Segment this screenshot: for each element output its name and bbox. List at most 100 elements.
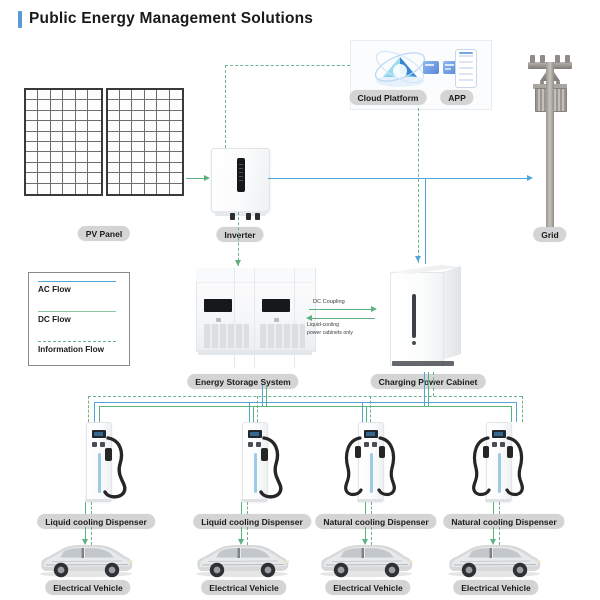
dispenser-button bbox=[492, 442, 497, 447]
page-title: Public Energy Management Solutions bbox=[18, 10, 313, 28]
arrow-pv-to-inverter bbox=[204, 174, 210, 181]
pv-cell bbox=[88, 100, 101, 111]
pv-cell bbox=[107, 110, 120, 122]
ess-vent-grille bbox=[204, 324, 249, 348]
pv-cell bbox=[63, 141, 76, 153]
pv-cell bbox=[157, 183, 170, 194]
ess-base bbox=[198, 350, 312, 355]
dispenser-button bbox=[364, 442, 369, 447]
dispenser-base bbox=[485, 499, 511, 502]
riser-cabinet-dc bbox=[428, 372, 429, 406]
dispenser-button bbox=[500, 442, 505, 447]
pv-cell bbox=[26, 131, 39, 142]
inverter-label: Inverter bbox=[216, 227, 264, 242]
pole-mast bbox=[546, 62, 554, 230]
cloud-platform-icon bbox=[374, 50, 426, 87]
pv-cell bbox=[169, 90, 182, 101]
pv-cell bbox=[50, 110, 64, 122]
dispenser-display bbox=[248, 430, 262, 438]
legend-item-dc: DC Flow bbox=[38, 311, 120, 324]
arrow-to-vehicle-1 bbox=[81, 539, 88, 545]
ev-charger-single-icon bbox=[214, 422, 300, 504]
pv-cell bbox=[63, 110, 76, 122]
pv-cell bbox=[63, 121, 76, 132]
pv-cell bbox=[157, 141, 170, 153]
pv-cell bbox=[169, 141, 182, 153]
ess-divider bbox=[234, 268, 235, 368]
cabinet-light-strip bbox=[412, 294, 416, 338]
pv-cell bbox=[50, 152, 64, 163]
line-dispenser4-dc bbox=[493, 502, 494, 514]
pv-cell bbox=[169, 131, 182, 142]
pv-cell bbox=[119, 183, 133, 194]
inverter-base bbox=[215, 211, 266, 216]
pv-cell bbox=[144, 152, 158, 163]
pv-cell bbox=[26, 90, 39, 101]
pv-cell bbox=[38, 110, 51, 122]
pv-cell bbox=[50, 100, 64, 111]
arrow-cloud-to-cabinet bbox=[414, 256, 421, 262]
bus-information-flow bbox=[88, 396, 522, 397]
pv-cell bbox=[63, 90, 76, 101]
mobile-app-icon bbox=[455, 49, 477, 88]
dispenser-label-2: Liquid cooling Dispenser bbox=[193, 514, 311, 529]
cabinet-indicator bbox=[412, 341, 416, 345]
phone-header bbox=[459, 52, 473, 54]
dispenser-display bbox=[492, 430, 506, 438]
dc-coupling-note-line2: power cabinets only bbox=[307, 329, 353, 336]
riser-ess-ac bbox=[262, 385, 263, 406]
line-ac-to-cabinet bbox=[425, 178, 426, 264]
pv-cell bbox=[132, 173, 145, 184]
dc-coupling-note-line1: Liquid-cooling bbox=[307, 322, 340, 328]
pv-cell bbox=[88, 141, 101, 153]
dc-coupling-note: Liquid-cooling power cabinets only bbox=[307, 322, 353, 337]
drop-dc-dispenser-3 bbox=[366, 406, 367, 422]
pv-cell bbox=[169, 173, 182, 184]
pv-cell bbox=[107, 152, 120, 163]
dispenser-display bbox=[92, 430, 106, 438]
phone-content bbox=[459, 55, 473, 83]
dispenser-light-strip bbox=[370, 453, 373, 493]
pv-cell bbox=[132, 183, 145, 194]
pv-cell bbox=[88, 121, 101, 132]
dispenser-body bbox=[86, 422, 112, 502]
car-icon bbox=[192, 538, 292, 578]
pv-cell bbox=[144, 110, 158, 122]
pv-cell bbox=[132, 121, 145, 132]
cabinet-front bbox=[390, 272, 444, 366]
line-dc-coupling-forward bbox=[309, 309, 373, 310]
pv-cell bbox=[38, 90, 51, 101]
vehicle-label-3: Electrical Vehicle bbox=[325, 580, 411, 595]
title-accent-bar bbox=[18, 10, 22, 28]
pv-cell bbox=[169, 152, 182, 163]
pv-cell bbox=[144, 173, 158, 184]
ess-divider bbox=[254, 268, 255, 368]
pv-cell bbox=[26, 141, 39, 153]
dispenser-button bbox=[100, 442, 105, 447]
pv-cell bbox=[157, 100, 170, 111]
ess-indicator bbox=[274, 318, 279, 322]
pv-cell bbox=[50, 90, 64, 101]
pv-cell bbox=[157, 90, 170, 101]
cloud-platform-label: Cloud Platform bbox=[349, 90, 427, 105]
riser-cabinet-info bbox=[433, 372, 434, 396]
pv-cell bbox=[119, 162, 133, 174]
pv-cell bbox=[63, 173, 76, 184]
pv-cell bbox=[119, 152, 133, 163]
pv-cell bbox=[107, 183, 120, 194]
pv-cell bbox=[50, 121, 64, 132]
solar-panel-icon bbox=[24, 88, 184, 196]
line-dispenser4-info bbox=[499, 502, 500, 514]
ev-charger-dual-icon bbox=[458, 422, 544, 504]
pv-cell bbox=[26, 162, 39, 174]
bus-dc-drop-left bbox=[99, 406, 100, 422]
line-to-vehicle-3-dc bbox=[365, 527, 366, 541]
legend-label-info: Information Flow bbox=[38, 345, 104, 354]
pv-cell bbox=[119, 110, 133, 122]
pv-cell bbox=[132, 110, 145, 122]
ess-label: Energy Storage System bbox=[187, 374, 299, 389]
pv-cell bbox=[144, 162, 158, 174]
pv-cell bbox=[119, 100, 133, 111]
pole-insulator bbox=[565, 55, 570, 63]
dispenser-base bbox=[241, 499, 267, 502]
